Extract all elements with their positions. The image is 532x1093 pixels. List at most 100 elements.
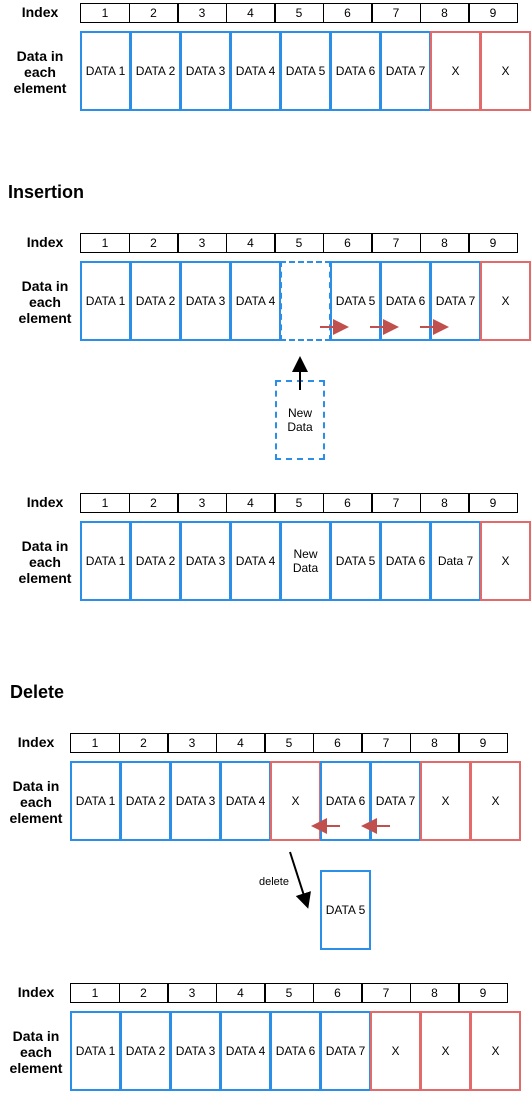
index-cell: 9 <box>468 3 518 23</box>
element-cell-text: DATA 2 <box>125 794 166 808</box>
element-cell-text: X <box>391 1044 400 1058</box>
index-cell: 3 <box>167 983 217 1003</box>
index-cell: 7 <box>371 493 421 513</box>
index-label: Index <box>17 734 55 750</box>
element-cell-text: DATA 1 <box>75 794 116 808</box>
element-cell-text: X <box>291 794 300 808</box>
index-cell: 1 <box>70 983 120 1003</box>
data-label-line: each <box>20 1044 52 1060</box>
element-cell-text: DATA 4 <box>235 64 276 78</box>
element-cell-text: X <box>501 64 510 78</box>
element-cell-text: DATA 7 <box>325 1044 366 1058</box>
index-cell: 9 <box>468 493 518 513</box>
removed-data-label: DATA 5 <box>325 903 366 917</box>
index-cell: 2 <box>128 493 179 513</box>
index-cell: 7 <box>371 233 421 253</box>
index-cell: 3 <box>167 733 217 753</box>
element-cell-text: DATA 1 <box>85 554 126 568</box>
element-cell-text: X <box>451 64 460 78</box>
index-cell: 7 <box>371 3 421 23</box>
element-cell-text: DATA 1 <box>85 294 126 308</box>
index-cell: 7 <box>361 733 411 753</box>
data-label-line: each <box>29 554 61 570</box>
element-cell-text: DATA 7 <box>375 794 416 808</box>
index-cell: 3 <box>177 233 227 253</box>
index-label: Index <box>21 4 59 20</box>
index-cell: 8 <box>409 733 460 753</box>
index-cell: 4 <box>225 493 276 513</box>
element-cell: X <box>470 761 521 841</box>
index-cell: 1 <box>70 733 120 753</box>
index-cell: 5 <box>274 233 324 253</box>
index-label: Index <box>26 234 64 250</box>
element-cell: X <box>480 31 531 111</box>
element-cell-text: DATA 3 <box>185 554 226 568</box>
element-cell-text: DATA 5 <box>335 554 376 568</box>
element-cell-text: DATA 2 <box>135 294 176 308</box>
element-cell-text: DATA 5 <box>285 64 326 78</box>
delete-title: Delete <box>10 682 65 702</box>
element-cell-text: X <box>491 1044 500 1058</box>
element-cell-text: X <box>501 554 510 568</box>
data-label-line: Data in <box>16 48 64 64</box>
index-cell: 1 <box>80 233 130 253</box>
removed-data-box: DATA 5 <box>320 870 371 950</box>
element-cell-text: DATA 1 <box>75 1044 116 1058</box>
element-cell-text: DATA 3 <box>175 794 216 808</box>
element-cell-text: DATA 2 <box>135 64 176 78</box>
data-label-line: element <box>18 310 72 326</box>
data-label-line: element <box>13 80 67 96</box>
index-cell: 4 <box>215 983 266 1003</box>
element-cell-text: DATA 4 <box>235 554 276 568</box>
data-label-line: each <box>24 64 56 80</box>
element-cell-text: DATA 3 <box>175 1044 216 1058</box>
element-cell-text: DATA 1 <box>85 64 126 78</box>
index-cell: 4 <box>215 733 266 753</box>
element-cell-text: X <box>501 294 510 308</box>
element-cell-text: DATA 2 <box>135 554 176 568</box>
data-label-line: Data in <box>21 538 69 554</box>
index-cell: 3 <box>177 3 227 23</box>
index-cell: 9 <box>458 733 508 753</box>
element-cell-text: DATA 4 <box>235 294 276 308</box>
index-cell: 6 <box>312 983 363 1003</box>
element-cell-text: DATA 3 <box>185 64 226 78</box>
index-cell: 8 <box>419 233 470 253</box>
insertion-title: Insertion <box>8 182 85 202</box>
index-cell: 4 <box>225 3 276 23</box>
index-cell: 1 <box>80 3 130 23</box>
index-cell: 7 <box>361 983 411 1003</box>
index-cell: 9 <box>458 983 508 1003</box>
element-cell-text: DATA 2 <box>125 1044 166 1058</box>
delete-arrow <box>289 851 311 909</box>
element-cell-text: DATA 6 <box>385 554 426 568</box>
element-cell-text: Data 7 <box>437 554 474 568</box>
index-label: Index <box>26 494 64 510</box>
element-cell: X <box>480 521 531 601</box>
element-cell-text: DATA 4 <box>225 1044 266 1058</box>
data-label-line: each <box>29 294 61 310</box>
index-cell: 8 <box>409 983 460 1003</box>
index-cell: 5 <box>274 3 324 23</box>
data-label-line: each <box>20 794 52 810</box>
index-cell: 2 <box>128 3 179 23</box>
index-cell: 5 <box>264 983 314 1003</box>
index-cell: 6 <box>322 233 373 253</box>
element-cell: X <box>470 1011 521 1091</box>
index-cell: 6 <box>312 733 363 753</box>
index-cell: 5 <box>264 733 314 753</box>
index-cell: 2 <box>128 233 179 253</box>
index-cell: 2 <box>118 983 169 1003</box>
index-cell: 3 <box>177 493 227 513</box>
index-cell: 1 <box>80 493 130 513</box>
index-label: Index <box>17 984 55 1000</box>
element-cell-text: DATA 4 <box>225 794 266 808</box>
